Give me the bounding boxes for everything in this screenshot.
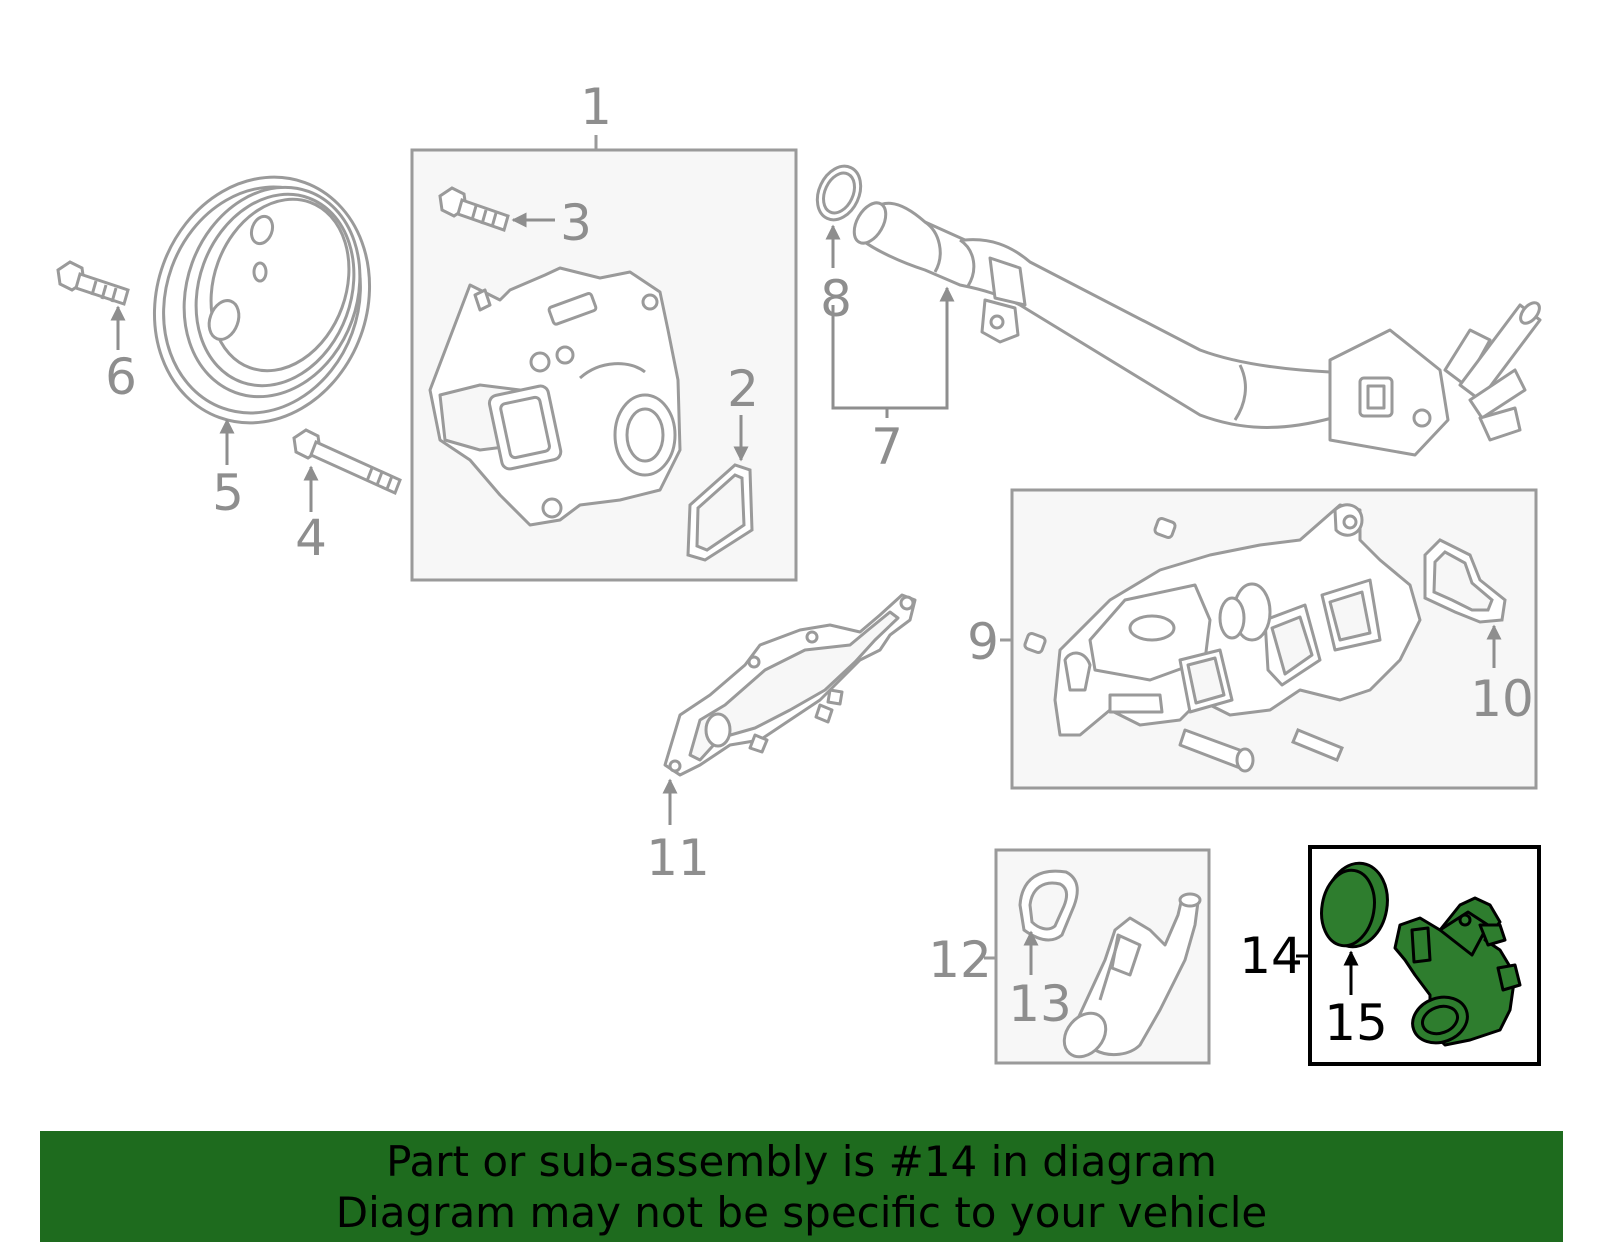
o-ring-8 (815, 164, 863, 222)
callout-3: 3 (560, 194, 592, 252)
callout-5: 5 (212, 464, 244, 522)
callout-6: 6 (105, 348, 137, 406)
callout-8: 8 (820, 270, 852, 328)
housing-gasket-10 (1423, 538, 1507, 624)
outlet-pipe-12 (1062, 892, 1202, 1059)
pump-gasket-2 (686, 463, 754, 562)
callout-12: 12 (928, 931, 992, 989)
callout-9: 9 (967, 613, 999, 671)
water-pump-housing (428, 266, 682, 527)
callout-14: 14 (1239, 927, 1303, 985)
small-plug-9a (1023, 517, 1344, 762)
callout-15: 15 (1324, 994, 1388, 1052)
coolant-pipe-7 (852, 201, 1542, 457)
callout-13: 13 (1008, 975, 1072, 1033)
callout-2: 2 (727, 360, 759, 418)
callout-4: 4 (295, 509, 327, 567)
gasket-11 (663, 593, 917, 777)
callout-10: 10 (1470, 670, 1534, 728)
banner-line-1: Part or sub-assembly is #14 in diagram (386, 1136, 1217, 1186)
bolt-4 (292, 428, 402, 496)
thermostat-housing-9 (1053, 503, 1422, 773)
callout-1: 1 (580, 78, 612, 136)
pump-bolt-3 (438, 186, 510, 232)
callout-7: 7 (871, 418, 903, 476)
banner-line-2: Diagram may not be specific to your vehi… (335, 1187, 1268, 1237)
pulley-5 (152, 175, 372, 425)
thermostat-housing-14[interactable] (1393, 896, 1522, 1050)
bolt-6 (56, 260, 130, 306)
part-info-banner: Part or sub-assembly is #14 in diagram D… (40, 1131, 1563, 1242)
thermostat-15 (1320, 861, 1389, 949)
gasket-13 (1018, 869, 1079, 942)
callout-11: 11 (646, 829, 710, 887)
